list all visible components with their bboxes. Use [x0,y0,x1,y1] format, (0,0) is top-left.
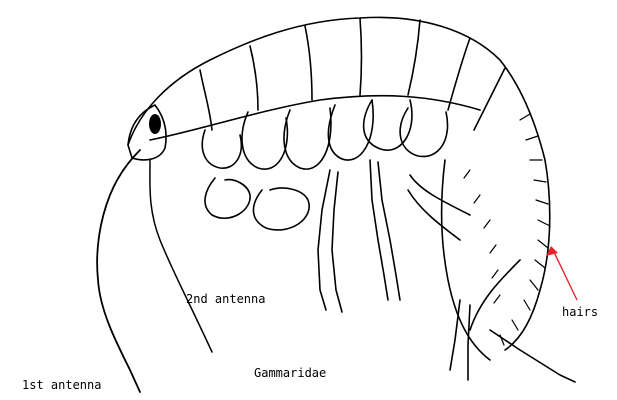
segment-line [250,46,258,110]
gnathopod [253,188,309,230]
segment-line [448,38,470,110]
label-first-antenna: 1st antenna [22,378,101,392]
first-antenna [97,150,140,392]
coxal-plate [242,112,287,169]
pereopod [318,170,330,310]
coxal-plate [364,100,412,150]
lateral-line [150,96,480,140]
coxal-plate [400,108,447,156]
uropod [450,300,460,370]
label-family: Gammaridae [254,366,326,380]
coxal-plate [284,108,331,169]
segment-line [360,18,362,95]
segment-line [200,70,212,130]
pleon [442,160,490,360]
eye [149,114,161,134]
hairs-group [464,114,550,345]
pereopod [410,175,470,215]
pleon [470,260,520,330]
pereopod [408,190,460,240]
pereopod [370,160,388,300]
coxal-plate [202,130,241,168]
segment-line [305,26,312,100]
segment-line [474,68,505,130]
segment-line [408,20,420,95]
gnathopod [205,178,250,218]
uropod [490,330,575,382]
pereopod [332,172,342,312]
hairs-arrow [546,246,577,300]
label-second-antenna: 2nd antenna [186,292,265,306]
label-hairs: hairs [562,305,598,319]
coxal-plate [328,100,373,160]
second-antenna [150,160,212,352]
pereopod [378,162,400,300]
uropod [468,305,470,380]
